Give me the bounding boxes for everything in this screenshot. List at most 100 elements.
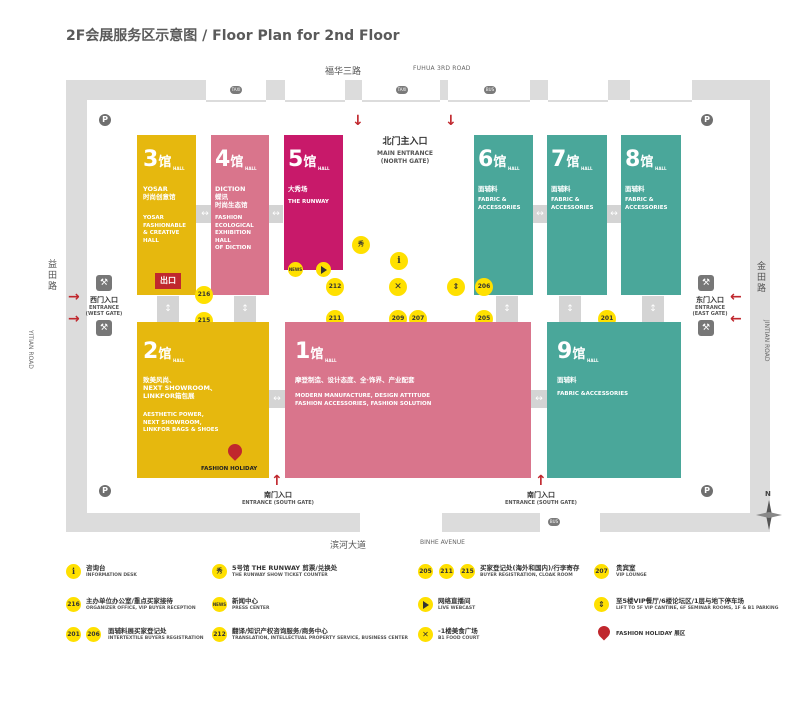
road-left-label-en: YITIAN ROAD: [27, 330, 34, 369]
road-bottom-label-en: BINHE AVENUE: [420, 539, 465, 546]
west-gate-label-en: ENTRANCE (WEST GATE): [85, 305, 123, 317]
room-216-badge[interactable]: 216: [195, 286, 213, 304]
hall-1[interactable]: 1馆 HALL 摩登制造、设计态度、全·饰界、产业配套 MODERN MANUF…: [285, 322, 531, 478]
play-icon[interactable]: [316, 262, 331, 277]
hall-9-name: 面辅料: [557, 376, 577, 384]
road-bottom-label: 滨河大道: [330, 541, 367, 551]
show-ticket-icon[interactable]: 秀: [352, 236, 370, 254]
entrance-arrow-icon: ↑: [535, 473, 547, 489]
west-gate-label: 西门入口: [90, 296, 118, 304]
hall-1-name: 摩登制造、设计态度、全·饰界、产业配套: [295, 376, 415, 384]
dropoff-area: [360, 512, 442, 532]
corridor-connector: ↔: [269, 390, 285, 408]
service-icon: ⚒: [96, 320, 112, 336]
entrance-arrow-icon: ↑: [271, 473, 283, 489]
hall-8[interactable]: 8馆 HALL 面辅料 FABRIC & ACCESSORIES: [621, 135, 681, 295]
double-arrow-icon: ↔: [201, 209, 209, 219]
room-206-badge[interactable]: 206: [475, 278, 493, 296]
fashion-holiday-label: FASHION HOLIDAY: [201, 466, 258, 472]
news-icon: NEWS: [212, 597, 227, 612]
legend-label: -1楼美食广场: [438, 627, 478, 635]
room-212-badge[interactable]: 212: [326, 278, 344, 296]
hall-2-desc: AESTHETIC POWER, NEXT SHOWROOM, LINKFOR …: [143, 412, 219, 433]
east-gate-label: 东门入口: [696, 296, 724, 304]
hall-7[interactable]: 7馆 HALL 面辅料 FABRIC & ACCESSORIES: [547, 135, 607, 295]
taxi-icon: TAXI: [230, 86, 242, 94]
lift-icon: ⇕: [594, 597, 609, 612]
location-pin-icon: [225, 441, 245, 461]
lift-icon[interactable]: ⇕: [447, 278, 465, 296]
corridor-connector: ↕: [496, 296, 518, 322]
info-icon[interactable]: i: [390, 252, 408, 270]
corridor-connector: ↕: [234, 296, 256, 322]
bus-icon: BUS: [548, 518, 560, 526]
dropoff-area: [630, 80, 692, 102]
road-left-label: 益田路: [48, 260, 58, 292]
legend-label-en: B1 FOOD COURT: [438, 636, 480, 641]
hall-6-desc: FABRIC & ACCESSORIES: [478, 197, 521, 211]
hall-7-desc: FABRIC & ACCESSORIES: [551, 197, 594, 211]
legend-label: 买家登记处(海外和国内)/行李寄存: [480, 564, 580, 572]
hall-3-desc: YOSAR FASHIONABLE & CREATIVE HALL: [143, 215, 186, 244]
hall-6-title: 6馆 HALL: [478, 147, 520, 172]
room-205-badge: 205: [418, 564, 433, 579]
hall-9-title: 9馆 HALL: [557, 339, 599, 364]
dropoff-area: [548, 80, 608, 102]
food-icon[interactable]: ✕: [389, 278, 407, 296]
north-gate-label-en: MAIN ENTRANCE (NORTH GATE): [377, 150, 433, 165]
corridor-connector: ↔: [196, 205, 214, 223]
legend-label-en: BUYER REGISTRATION, CLOAK ROOM: [480, 573, 573, 578]
hall-9-desc: FABRIC &ACCESSORIES: [557, 391, 629, 397]
legend-label: 网络直播间: [438, 597, 471, 605]
vertical-arrow-icon: ↕: [566, 304, 574, 314]
hall-6[interactable]: 6馆 HALL 面辅料 FABRIC & ACCESSORIES: [474, 135, 533, 295]
page-title: 2F会展服务区示意图 / Floor Plan for 2nd Floor: [66, 28, 400, 44]
corridor-connector: ↕: [642, 296, 664, 322]
hall-4-desc: FASHION ECOLOGICAL EXHIBITION HALL OF DI…: [215, 215, 254, 251]
legend-label-en: LIVE WEBCAST: [438, 606, 476, 611]
vertical-arrow-icon: ↕: [241, 304, 249, 314]
vertical-arrow-icon: ↕: [649, 304, 657, 314]
news-icon[interactable]: NEWS: [288, 262, 303, 277]
hall-4[interactable]: 4馆 HALL DICTION 蝶讯 时尚生态馆 FASHION ECOLOGI…: [211, 135, 269, 295]
entrance-arrow-icon: →: [68, 289, 80, 305]
hall-9[interactable]: 9馆 HALL 面辅料 FABRIC &ACCESSORIES: [547, 322, 681, 478]
entrance-arrow-icon: ↓: [352, 113, 364, 129]
legend-label: FASHION HOLIDAY 展区: [616, 631, 686, 637]
entrance-arrow-icon: →: [68, 311, 80, 327]
road-right-label: 金田路: [757, 262, 767, 294]
hall-5-desc: THE RUNWAY: [288, 199, 329, 205]
corridor-connector: ↕: [157, 296, 179, 322]
parking-icon: P: [701, 114, 713, 126]
double-arrow-icon: ↔: [272, 209, 280, 219]
hall-4-name: DICTION 蝶讯 时尚生态馆: [215, 185, 248, 209]
hall-2[interactable]: 2馆 HALL 致美风尚、 NEXT SHOWROOM、 LINKFOR箱包展 …: [137, 322, 269, 478]
hall-4-title: 4馆 HALL: [215, 147, 257, 172]
hall-3[interactable]: 3馆 HALL YOSAR 时尚创意馆 YOSAR FASHIONABLE & …: [137, 135, 196, 295]
compass-north-label: N: [765, 490, 771, 498]
east-gate-label-en: ENTRANCE (EAST GATE): [692, 305, 728, 317]
hall-7-name: 面辅料: [551, 185, 571, 193]
double-arrow-icon: ↔: [536, 209, 544, 219]
legend-label-en: ORGANIZER OFFICE, VIP BUYER RECEPTION: [86, 606, 196, 611]
legend-label: 咨询台: [86, 564, 106, 572]
parking-icon: P: [701, 485, 713, 497]
legend-label-en: LIFT TO 5F VIP CANTINE, 6F SEMINAR ROOMS…: [616, 606, 779, 611]
location-pin-icon: [595, 623, 613, 641]
double-arrow-icon: ↔: [535, 394, 543, 404]
legend-label-en: INTERTEXTILE BUYERS REGISTRATION: [108, 636, 204, 641]
legend-label-en: INFORMATION DESK: [86, 573, 137, 578]
legend-label-en: PRESS CENTER: [232, 606, 270, 611]
hall-5[interactable]: 5馆 HALL 大秀场 THE RUNWAY: [284, 135, 343, 270]
entrance-arrow-icon: ↓: [445, 113, 457, 129]
room-212-badge: 212: [212, 627, 227, 642]
hall-2-name: 致美风尚、 NEXT SHOWROOM、 LINKFOR箱包展: [143, 376, 217, 400]
south-gate-label-en: ENTRANCE (SOUTH GATE): [242, 500, 314, 506]
service-icon: ⚒: [96, 275, 112, 291]
legend-label: 新闻中心: [232, 597, 258, 605]
corridor-connector: ↔: [269, 205, 283, 223]
legend-label: 翻译/知识产权咨询服务/商务中心: [232, 627, 328, 635]
room-215-badge: 215: [460, 564, 475, 579]
legend-label: 至5楼VIP餐厅/6楼论坛区/1层与地下停车场: [616, 597, 745, 605]
room-211-badge: 211: [439, 564, 454, 579]
